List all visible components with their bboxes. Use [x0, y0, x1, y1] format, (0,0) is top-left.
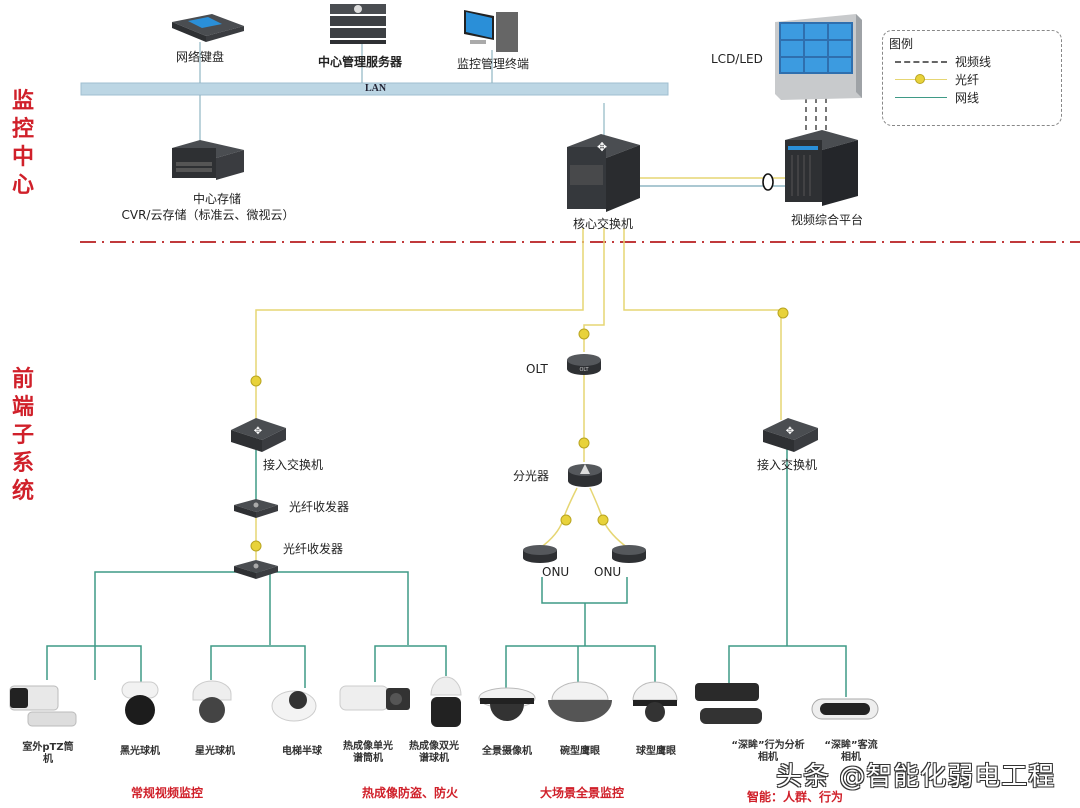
dome-camera-icon	[192, 680, 232, 723]
splitter-label: 分光器	[513, 469, 550, 483]
storage-label-line2: CVR/云存储（标准云、微视云）	[121, 208, 295, 222]
fiber-connector-icon	[578, 328, 590, 340]
svg-text:✥: ✥	[254, 426, 262, 437]
camera-label: 热成像双光谱球机	[409, 741, 459, 764]
onu-icon	[612, 545, 646, 563]
lan-label: LAN	[365, 83, 387, 94]
switch-icon: ✥	[231, 418, 286, 452]
server-icon	[330, 4, 386, 44]
legend-label: 网线	[955, 91, 980, 105]
onu-icon	[523, 545, 557, 563]
watermark: 头条 @智能化弱电工程	[776, 762, 1056, 792]
storage-icon	[172, 140, 244, 180]
video-lines	[805, 98, 827, 133]
svg-text:OLT: OLT	[579, 367, 589, 373]
category-label: 常规视频监控	[130, 786, 204, 800]
camera-label: 星光球机	[195, 746, 235, 757]
fiber-connector-icon	[578, 437, 590, 449]
ptz-bullet-camera-icon	[9, 685, 77, 727]
transceiver-icon	[234, 499, 278, 518]
fiber-connector-icon	[597, 514, 609, 526]
olt-label: OLT	[526, 362, 548, 376]
legend: 图例 视频线 光纤 网线	[882, 30, 1062, 126]
keyboard-icon	[172, 14, 244, 42]
fiber-connector-icon	[560, 514, 572, 526]
keyboard-label: 网络键盘	[175, 50, 225, 64]
onu-2-label: ONU	[594, 565, 622, 579]
category-label: 智能：人群、行为	[746, 790, 844, 804]
section-title-front-end: 前端子系统	[11, 367, 34, 504]
legend-title: 图例	[889, 37, 914, 51]
fiber-connector-icon	[915, 74, 925, 84]
behavior-analysis-camera-icon	[695, 683, 762, 724]
svg-text:✥: ✥	[597, 140, 607, 154]
transceiver-1-label: 光纤收发器	[289, 500, 350, 514]
lan-bar	[80, 82, 669, 96]
camera-label: 室外pTZ筒机	[22, 742, 74, 765]
network-lines	[46, 446, 847, 697]
camera-label: 碗型鹰眼	[560, 746, 600, 757]
fiber-connector-icon	[777, 307, 789, 319]
core-to-platform-links	[640, 173, 785, 191]
camera-label: 球型鹰眼	[636, 746, 676, 757]
terminal-label: 监控管理终端	[456, 57, 530, 71]
svg-text:✥: ✥	[786, 426, 794, 437]
video-platform-icon	[785, 130, 858, 206]
access-switch-left-label: 接入交换机	[263, 458, 324, 472]
camera-label: “深眸”客流相机	[824, 740, 878, 763]
transceiver-2-label: 光纤收发器	[283, 542, 344, 556]
camera-label: 黑光球机	[120, 746, 160, 757]
storage-label-line1: 中心存储	[192, 192, 242, 206]
ball-eagle-eye-camera-icon	[632, 681, 678, 722]
camera-label: 热成像单光谱筒机	[343, 741, 393, 764]
display-wall-label: LCD/LED	[711, 52, 763, 66]
access-switch-right-label: 接入交换机	[757, 458, 818, 472]
elevator-dome-camera-icon	[271, 690, 317, 722]
legend-label: 视频线	[955, 55, 992, 69]
video-platform-label: 视频综合平台	[790, 213, 864, 227]
video-wall-icon	[775, 14, 862, 100]
camera-label: 电梯半球	[282, 746, 322, 757]
legend-label: 光纤	[955, 73, 980, 87]
splitter-icon	[568, 464, 602, 487]
panoramic-camera-icon	[478, 687, 536, 721]
core-switch-icon: ✥	[567, 134, 640, 212]
legend-item-network: 网线	[895, 89, 1055, 105]
fiber-connector-icon	[250, 540, 262, 552]
dashed-line-icon	[895, 61, 947, 63]
lan-drops	[199, 40, 605, 142]
mgmt-server-label: 中心管理服务器	[317, 55, 403, 69]
switch-icon: ✥	[763, 418, 818, 452]
category-label: 大场景全景监控	[539, 786, 625, 800]
workstation-icon	[464, 10, 518, 52]
core-switch-label: 核心交换机	[572, 217, 634, 231]
people-counting-camera-icon	[811, 698, 879, 720]
transceiver-icon	[234, 560, 278, 579]
legend-item-fiber: 光纤	[895, 71, 1055, 87]
speed-dome-camera-icon	[121, 681, 159, 725]
bowl-eagle-eye-camera-icon	[548, 681, 612, 722]
network-line-icon	[895, 97, 947, 98]
category-label: 热成像防盗、防火	[361, 786, 459, 800]
fiber-connectors	[250, 307, 789, 552]
olt-icon: OLT	[567, 354, 601, 375]
camera-label: 全景摄像机	[482, 746, 532, 757]
thermal-bullet-camera-icon	[339, 685, 410, 711]
camera-label: “深眸”行为分析相机	[731, 740, 805, 763]
fiber-connector-icon	[250, 375, 262, 387]
thermal-dome-camera-icon	[430, 676, 462, 727]
onu-1-label: ONU	[542, 565, 570, 579]
section-title-monitor-center: 监控中心	[11, 89, 34, 198]
legend-item-video-line: 视频线	[895, 53, 1055, 69]
